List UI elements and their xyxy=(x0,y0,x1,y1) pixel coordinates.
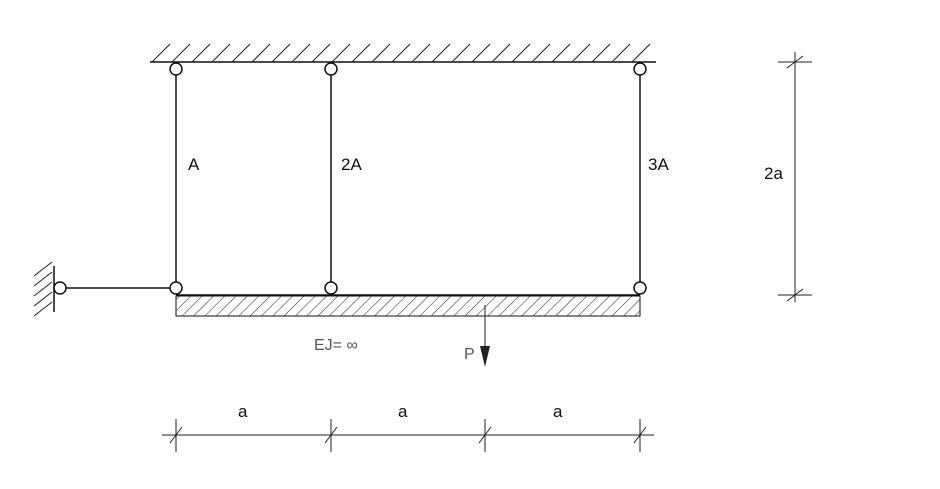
hinge-bottom-middle xyxy=(324,281,338,295)
hinge-top-left xyxy=(169,62,183,76)
label-bar-right-area: 3A xyxy=(648,155,669,174)
label-beam-stiffness: EJ= ∞ xyxy=(314,337,358,354)
label-span-2: a xyxy=(398,402,408,421)
label-bar-mid-area: 2A xyxy=(341,155,362,174)
rigid-beam xyxy=(175,294,641,317)
left-wall-support xyxy=(33,261,55,317)
height-dimension xyxy=(778,52,812,302)
ceiling-hatching xyxy=(151,43,651,63)
hinge-bottom-right xyxy=(633,281,647,295)
load-arrow xyxy=(480,305,490,367)
hinge-wall xyxy=(53,281,67,295)
label-height-dim: 2a xyxy=(764,164,783,183)
label-bar-left-area: A xyxy=(188,155,200,174)
label-span-3: a xyxy=(553,402,563,421)
hinges xyxy=(53,62,647,295)
label-load: P xyxy=(464,346,475,363)
hinge-bottom-left xyxy=(169,281,183,295)
hinge-top-middle xyxy=(324,62,338,76)
ceiling-support xyxy=(150,43,656,63)
span-dimension xyxy=(162,419,654,452)
hinge-top-right xyxy=(633,62,647,76)
label-span-1: a xyxy=(238,402,248,421)
